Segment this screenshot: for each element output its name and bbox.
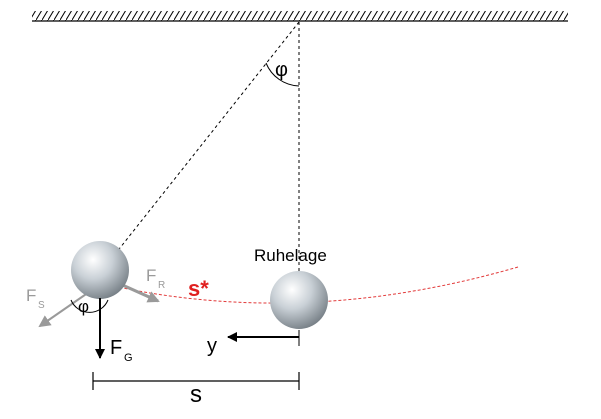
distance-label: s	[190, 381, 202, 408]
angle-label-top: φ	[275, 59, 288, 81]
angle-arc-top	[265, 62, 300, 87]
restoring-force-subscript: R	[158, 280, 165, 291]
gravity-force-subscript: G	[124, 352, 133, 364]
angle-arc-bottom	[70, 299, 109, 313]
arc-length-label: s*	[188, 276, 209, 301]
restoring-force-arrow	[117, 281, 160, 303]
restoring-force-label: F	[146, 266, 156, 285]
angle-label-bottom: φ	[78, 297, 89, 316]
pendulum-string	[111, 21, 300, 259]
displacement-label: y	[207, 335, 217, 357]
pendulum-bob-deflected	[71, 241, 129, 299]
pendulum-bob-rest	[270, 271, 328, 329]
distance-bracket	[92, 372, 300, 390]
string-force-subscript: S	[38, 300, 45, 311]
gravity-force-label: F	[110, 337, 122, 359]
string-force-label: F	[26, 286, 36, 305]
rest-position-label: Ruhelage	[254, 246, 327, 265]
string-force-arrow	[38, 289, 93, 328]
ceiling	[32, 11, 568, 22]
